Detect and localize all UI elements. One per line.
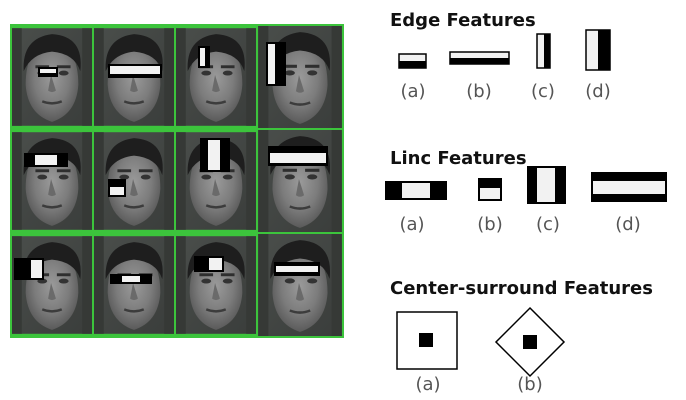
- face-tile-r1c1: [12, 26, 92, 128]
- grid-divider: [256, 24, 258, 338]
- center-surround-title: Center-surround Features: [390, 278, 653, 299]
- edge-label-b: (b): [466, 81, 491, 102]
- edge-label-d: (d): [585, 81, 610, 102]
- edge-feature-b: [449, 51, 510, 65]
- center-surround-section: Center-surround Features (a) (b): [390, 278, 653, 395]
- line-feature-a: [385, 181, 447, 200]
- center-surround-feature-a: [396, 311, 458, 370]
- face-tile-r2c1: [12, 130, 92, 232]
- center-label-a: (a): [415, 374, 440, 395]
- face-grid: [10, 24, 344, 338]
- face-tile-r1c3: [176, 26, 256, 128]
- edge-features-title: Edge Features: [390, 10, 536, 31]
- line-features-title: Linc Features: [390, 148, 527, 169]
- face-tile-r3c3: [176, 234, 256, 336]
- edge-features-section: Edge Features (a) (b) (c) (d): [390, 10, 611, 102]
- edge-feature-d: [585, 29, 611, 71]
- face-tile-r1c2: [94, 26, 174, 128]
- line-label-b: (b): [477, 214, 502, 235]
- grid-divider: [174, 24, 176, 338]
- face-tile-r3c4: [258, 234, 342, 336]
- line-features-section: Linc Features (a) (b) (c) (d): [385, 148, 667, 235]
- edge-feature-c: [536, 33, 551, 69]
- face-tile-r3c2: [94, 234, 174, 336]
- line-label-d: (d): [615, 214, 640, 235]
- face-tile-r3c1: [12, 234, 92, 336]
- line-label-c: (c): [536, 214, 560, 235]
- line-label-a: (a): [399, 214, 424, 235]
- line-feature-d: [591, 172, 667, 202]
- edge-label-c: (c): [531, 81, 555, 102]
- face-row-2: [12, 130, 342, 232]
- face-row-1: [12, 26, 342, 128]
- grid-divider: [10, 232, 344, 234]
- face-tile-r1c4: [258, 26, 342, 128]
- line-feature-b: [478, 178, 502, 201]
- line-feature-c: [527, 166, 566, 204]
- face-tile-r2c3: [176, 130, 256, 232]
- face-row-3: [12, 234, 342, 336]
- face-tile-r2c4: [258, 130, 342, 232]
- center-surround-feature-b: [494, 306, 566, 378]
- grid-divider: [10, 128, 344, 130]
- grid-divider: [92, 24, 94, 338]
- edge-label-a: (a): [400, 81, 425, 102]
- center-label-b: (b): [517, 374, 542, 395]
- edge-feature-a: [398, 53, 427, 69]
- face-tile-r2c2: [94, 130, 174, 232]
